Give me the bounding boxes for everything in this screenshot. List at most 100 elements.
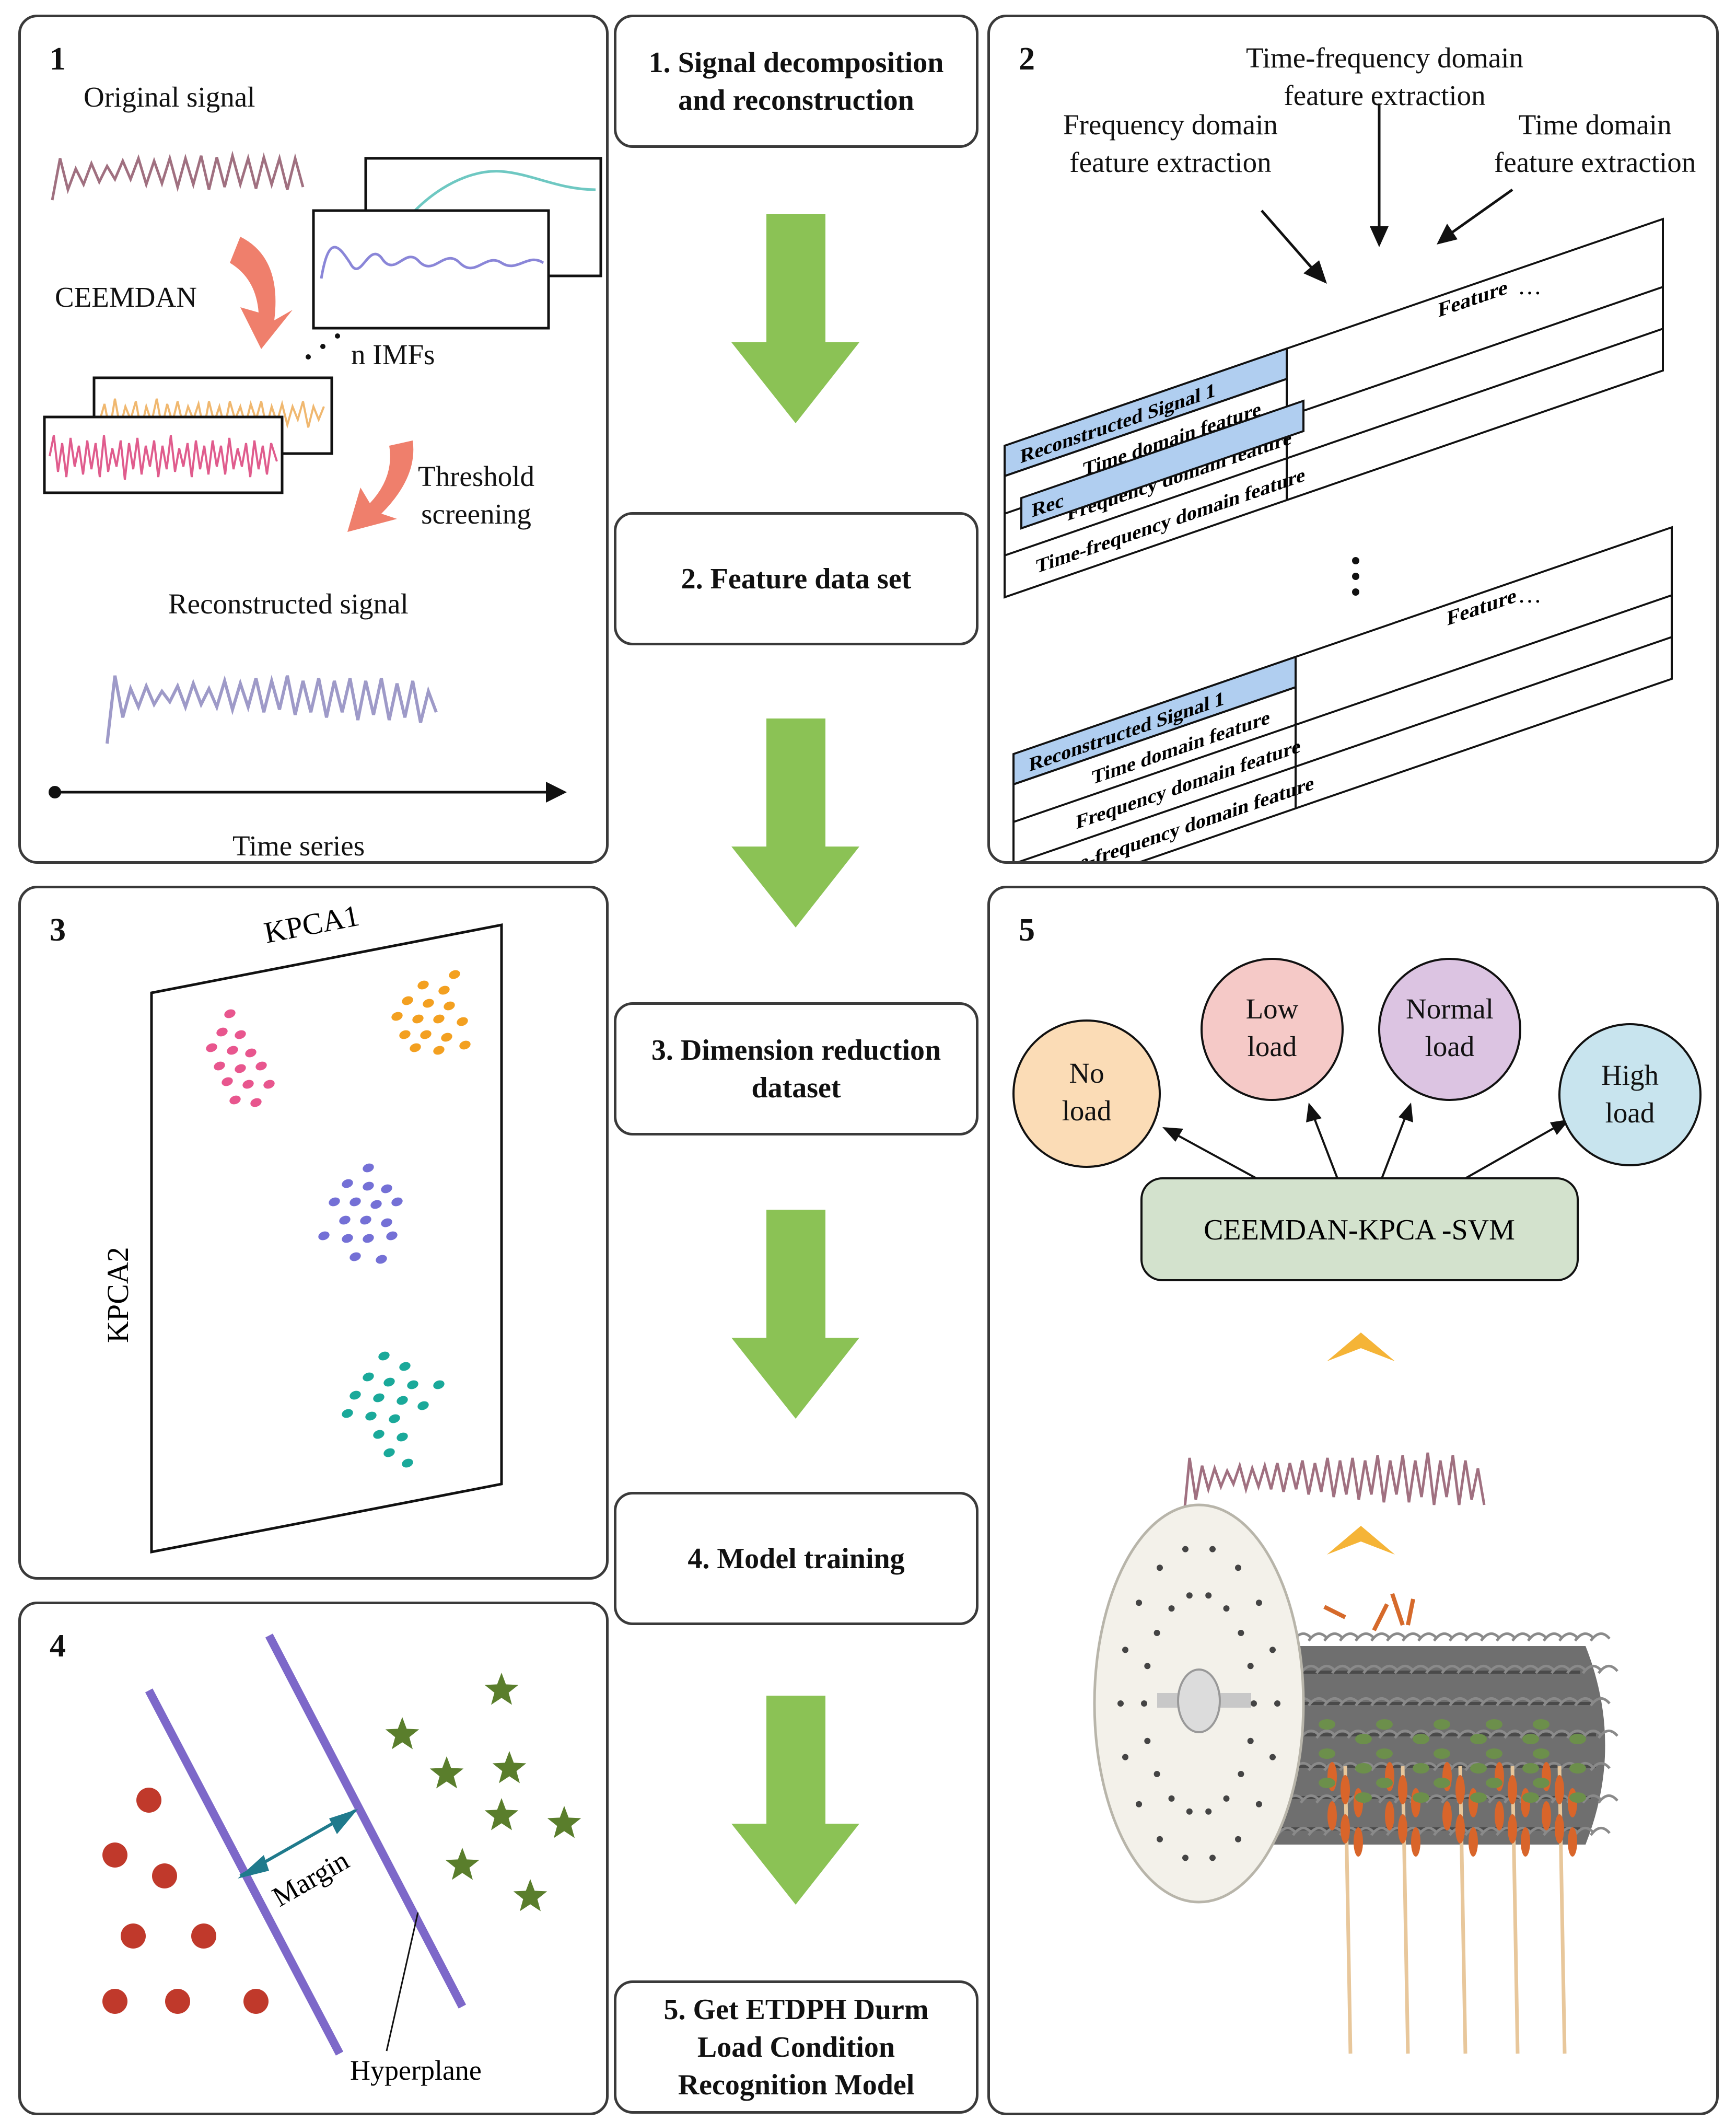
disc-hole xyxy=(1136,1801,1143,1807)
output-arrowhead xyxy=(1162,1127,1183,1142)
panel-number: 4 xyxy=(50,1628,66,1664)
step-label: 2. Feature data set xyxy=(681,562,912,595)
imf-wave-purple xyxy=(320,246,544,279)
peanut-plant xyxy=(1533,1719,1586,2054)
ceemdan-label: CEEMDAN xyxy=(55,281,197,313)
class-circle xyxy=(165,1989,190,2014)
disc-hole xyxy=(1205,1592,1212,1599)
peanut-pod xyxy=(1341,1814,1350,1844)
disc-hole xyxy=(1154,1771,1160,1777)
disc-hole xyxy=(1269,1754,1276,1760)
scatter-point xyxy=(407,1380,418,1389)
scatter-point xyxy=(410,1043,421,1052)
original-signal-label: Original signal xyxy=(84,81,255,113)
peanut-plant xyxy=(1434,1719,1487,2054)
scatter-point xyxy=(373,1393,385,1403)
scatter-point xyxy=(391,1197,403,1207)
margin-arrowhead xyxy=(238,1855,269,1879)
scatter-point xyxy=(363,1234,374,1243)
plant-root xyxy=(1510,1766,1520,2054)
panel1-graphics xyxy=(43,150,602,803)
peanut-pod xyxy=(1354,1827,1363,1857)
step-recognition-model: 5. Get ETDPH Durm Load Condition Recogni… xyxy=(614,1980,978,2114)
scatter-point xyxy=(227,1046,238,1055)
drum-tooth xyxy=(1589,1762,1611,1771)
peanut-plant xyxy=(1319,1719,1372,2054)
peanut-pod xyxy=(1327,1801,1337,1830)
step-label: 4. Model training xyxy=(688,1542,905,1575)
class-stars xyxy=(385,1673,581,1911)
scatter-point xyxy=(420,1030,432,1039)
model-label: CEEMDAN-KPCA -SVM xyxy=(1204,1214,1515,1246)
frequency-extraction-label: Frequency domain feature extraction xyxy=(1063,109,1278,178)
plant-leaf xyxy=(1569,1734,1586,1744)
disc-hole xyxy=(1157,1564,1163,1571)
class-no-load-label: No load xyxy=(1062,1057,1112,1127)
scatter-point xyxy=(339,1215,351,1225)
flow-arrow-down xyxy=(731,718,859,928)
peanut-pod xyxy=(1555,1814,1564,1844)
table-border xyxy=(1012,526,1673,861)
ellipsis-dot xyxy=(320,344,325,349)
panel2-graphics: Reconstructed Signal 1 Time domain featu… xyxy=(1004,103,1673,861)
disc-hole xyxy=(1186,1808,1193,1815)
hyperplane-label: Hyperplane xyxy=(350,2055,482,2086)
plant-leaf xyxy=(1533,1748,1549,1759)
disc-hole xyxy=(1235,1564,1241,1571)
scatter-point xyxy=(441,1033,452,1042)
scatter-point xyxy=(397,1396,408,1405)
scatter-point xyxy=(373,1430,385,1439)
peanut-plants xyxy=(1319,1719,1586,2054)
class-circle xyxy=(121,1923,146,1949)
class-low-load-label: Low load xyxy=(1245,993,1299,1062)
plant-leaf xyxy=(1413,1792,1429,1803)
disc-hole xyxy=(1141,1700,1147,1707)
disc-hole xyxy=(1247,1737,1254,1744)
peanut-plant xyxy=(1376,1719,1429,2054)
flow-arrow-down xyxy=(731,1696,859,1905)
scatter-point xyxy=(444,1001,455,1011)
plant-leaf xyxy=(1413,1734,1429,1744)
disc-hole xyxy=(1168,1795,1175,1802)
peanut-pod xyxy=(1521,1827,1530,1857)
scatter-point xyxy=(360,1215,371,1225)
scatter-point xyxy=(386,1231,398,1241)
output-arrow xyxy=(1381,1110,1409,1179)
class-normal-load-circle xyxy=(1378,958,1521,1101)
output-arrow xyxy=(1465,1122,1563,1179)
scatter-point xyxy=(224,1009,236,1018)
scatter-point xyxy=(389,1414,400,1423)
drum-holes xyxy=(1117,1546,1280,1861)
plant-root xyxy=(1343,1766,1353,2054)
step-dimension-reduction: 3. Dimension reduction dataset xyxy=(614,1002,978,1135)
plant-leaf xyxy=(1470,1763,1487,1774)
disc-hole xyxy=(1251,1700,1257,1707)
drum-tooth xyxy=(1589,1827,1611,1836)
time-frequency-extraction-label: Time-frequency domain feature extraction xyxy=(1246,42,1524,111)
scatter-point xyxy=(245,1048,257,1058)
panel-svm: 4 Margin Hyperplane xyxy=(18,1602,609,2115)
plant-leaf xyxy=(1533,1719,1549,1730)
panel-number: 3 xyxy=(50,912,66,948)
peanut-pod xyxy=(1508,1775,1517,1804)
model-box xyxy=(1140,1177,1579,1281)
pointer-arrow xyxy=(1449,188,1513,236)
scatter-point xyxy=(349,1252,361,1261)
disc-hole xyxy=(1144,1737,1151,1744)
class-star xyxy=(385,1717,420,1749)
chevron-up-icon xyxy=(1327,1332,1395,1361)
scatter-point xyxy=(417,980,429,990)
hyperplane-pointer xyxy=(386,1912,419,2052)
plant-leaf xyxy=(1434,1719,1450,1730)
class-circle xyxy=(102,1842,127,1868)
class-normal-load-label: Normal load xyxy=(1405,993,1494,1062)
pointer-arrowhead xyxy=(1370,226,1389,247)
panel-number: 2 xyxy=(1019,41,1035,77)
class-star xyxy=(484,1673,519,1705)
scatter-point xyxy=(242,1080,254,1089)
threshold-label: Threshold screening xyxy=(418,460,535,530)
scatter-point xyxy=(378,1351,390,1361)
plant-leaf xyxy=(1470,1734,1487,1744)
scatter-point xyxy=(412,1014,424,1024)
panel5-graphics: CEEMDAN-KPCA -SVM xyxy=(1012,958,1702,2054)
